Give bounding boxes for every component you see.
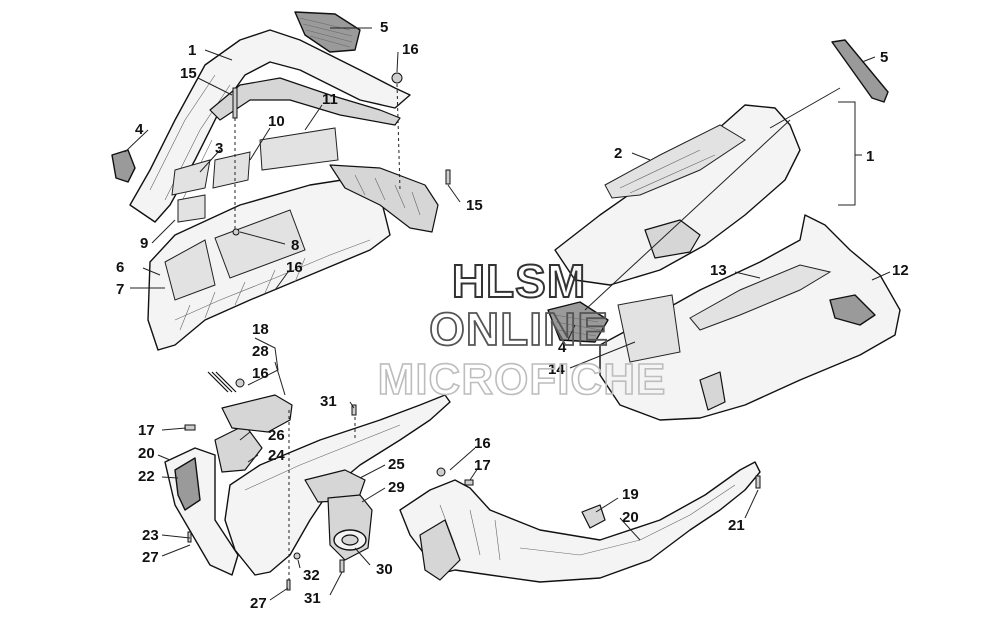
- decal-13: [689, 264, 832, 331]
- callout-24: 24: [268, 447, 285, 464]
- belly-pan-main: [224, 394, 451, 576]
- callout-20-left: 20: [138, 445, 155, 462]
- callout-32: 32: [303, 567, 320, 584]
- side-panel-lower: [599, 214, 901, 421]
- lower-nose-pan: [147, 177, 391, 351]
- callout-15-hood: 15: [180, 65, 197, 82]
- side-panel-latch: [699, 371, 726, 411]
- skid-plate-25: [304, 469, 366, 503]
- callout-30: 30: [376, 561, 393, 578]
- side-guard-inner-22: [174, 457, 201, 511]
- vent-grille-upper: [294, 11, 361, 53]
- callout-labels: 1 5 16 15 11 10 4 3 15 9 8 6 16 7 5 2 1 …: [116, 19, 909, 612]
- callout-7: 7: [116, 281, 124, 298]
- nut-16-upper: [391, 72, 403, 84]
- callout-19: 19: [622, 486, 639, 503]
- callout-10: 10: [268, 113, 285, 130]
- rivet-21: [755, 475, 761, 489]
- callout-27-bottom: 27: [250, 595, 267, 612]
- hood-shell: [129, 29, 411, 223]
- callout-1-hood: 1: [188, 42, 196, 59]
- callout-13: 13: [710, 262, 727, 279]
- callout-25: 25: [388, 456, 405, 473]
- nut-16-belly: [235, 378, 245, 388]
- watermark-line-3: MICROFICHE: [378, 355, 667, 404]
- decal-2: [604, 124, 746, 199]
- side-panel-intake: [644, 219, 701, 259]
- callout-17-left: 17: [138, 422, 155, 439]
- callout-20-right: 20: [622, 509, 639, 526]
- rivet-27-lower: [286, 579, 291, 591]
- spring-18: [207, 371, 237, 393]
- callout-27-left: 27: [142, 549, 159, 566]
- callout-18: 18: [252, 321, 269, 338]
- callout-16-belly: 16: [252, 365, 269, 382]
- callout-15-side: 15: [466, 197, 483, 214]
- rivet-27-upper: [187, 531, 192, 543]
- callout-16-hood: 16: [402, 41, 419, 58]
- callout-29: 29: [388, 479, 405, 496]
- belly-pan-assembly: [157, 337, 451, 601]
- side-panel-vent-slot: [829, 294, 876, 326]
- callout-17-right: 17: [474, 457, 491, 474]
- screw-17-right: [464, 479, 474, 486]
- headlight-pod-right: [547, 301, 609, 343]
- bumper-end-left: [419, 519, 461, 581]
- rivet-8: [232, 228, 240, 236]
- hood-assembly: [111, 11, 461, 351]
- callout-26: 26: [268, 427, 285, 444]
- decal-3: [171, 159, 211, 196]
- callout-1-side: 1: [866, 148, 874, 165]
- callout-3: 3: [215, 140, 223, 157]
- vent-grille-right: [831, 39, 889, 103]
- screw-17-left: [184, 424, 196, 431]
- decal-14: [617, 294, 681, 363]
- side-panel-upper: [554, 104, 801, 286]
- nose-window-left: [164, 239, 216, 301]
- callout-23: 23: [142, 527, 159, 544]
- callout-12: 12: [892, 262, 909, 279]
- watermark-line-2: ONLINE: [429, 303, 609, 355]
- rivet-15-upper: [232, 87, 238, 119]
- callout-16-bumper: 16: [474, 435, 491, 452]
- bracket-19: [581, 504, 606, 529]
- callout-5-hood-vent: 5: [380, 19, 388, 36]
- callout-8: 8: [291, 237, 299, 254]
- callout-6: 6: [116, 259, 124, 276]
- callout-4-hood: 4: [135, 121, 144, 138]
- callout-9: 9: [140, 235, 148, 252]
- callout-21: 21: [728, 517, 745, 534]
- callout-22: 22: [138, 468, 155, 485]
- headlight-pod-left: [111, 149, 136, 183]
- callout-31-lower: 31: [304, 590, 321, 607]
- callout-31-upper: 31: [320, 393, 337, 410]
- callout-4-side: 4: [558, 339, 567, 356]
- callout-2: 2: [614, 145, 622, 162]
- side-panel-assembly: [547, 39, 901, 421]
- callout-16-nose: 16: [286, 259, 303, 276]
- nut-32: [293, 552, 301, 560]
- rivet-31-lower: [339, 559, 345, 573]
- decal-11: [259, 127, 339, 171]
- belly-pan-rib-26: [214, 424, 263, 473]
- rivet-31-upper: [351, 404, 357, 416]
- callout-5-side: 5: [880, 49, 888, 66]
- shield-28: [221, 394, 293, 433]
- bumper-main: [399, 461, 761, 583]
- nut-16-bumper: [436, 467, 446, 477]
- callout-28: 28: [252, 343, 269, 360]
- nose-window-right: [214, 209, 306, 279]
- callout-14: 14: [548, 361, 565, 378]
- rivet-15-right: [445, 169, 451, 185]
- decal-10: [212, 151, 251, 189]
- watermark-line-1: HLSM: [452, 255, 586, 307]
- decal-small: [177, 194, 206, 223]
- bumper-assembly: [399, 447, 761, 583]
- hood-inner-rib: [209, 77, 401, 126]
- callout-11: 11: [322, 91, 338, 108]
- watermark: HLSM ONLINE MICROFICHE: [377, 254, 667, 405]
